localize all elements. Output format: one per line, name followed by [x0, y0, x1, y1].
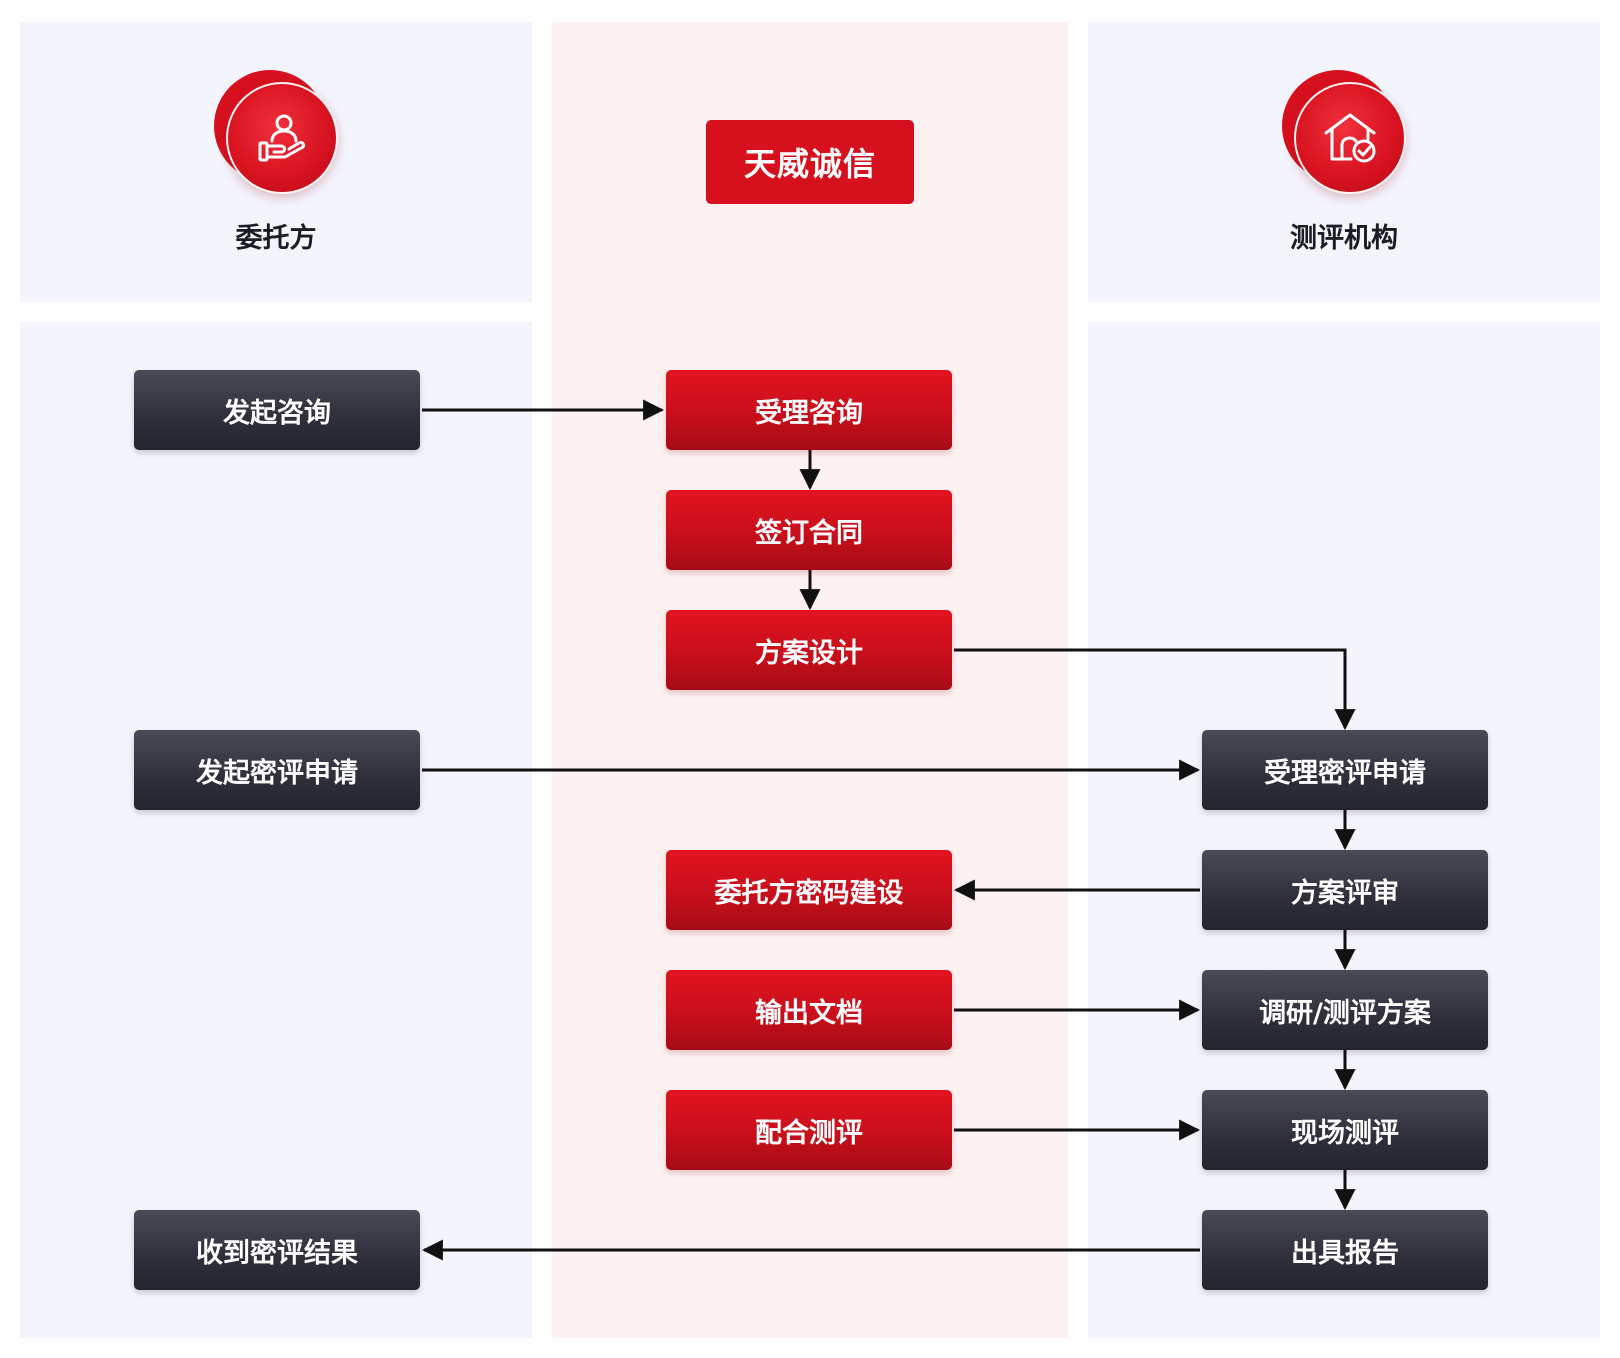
client-lane-body	[20, 322, 532, 1338]
person-hand-icon	[258, 114, 306, 162]
step-client-crypto-build[interactable]: 委托方密码建设	[666, 850, 952, 930]
step-client-consult[interactable]: 发起咨询	[134, 370, 420, 450]
client-avatar	[214, 70, 338, 194]
step-accept-consult[interactable]: 受理咨询	[666, 370, 952, 450]
step-onsite-eval[interactable]: 现场测评	[1202, 1090, 1488, 1170]
step-assist-eval[interactable]: 配合测评	[666, 1090, 952, 1170]
step-issue-report[interactable]: 出具报告	[1202, 1210, 1488, 1290]
step-client-apply[interactable]: 发起密评申请	[134, 730, 420, 810]
brand-title: 天威诚信	[706, 120, 914, 204]
agency-lane-title: 测评机构	[1290, 223, 1398, 254]
step-client-result[interactable]: 收到密评结果	[134, 1210, 420, 1290]
client-lane-title: 委托方	[235, 223, 317, 254]
step-research-plan[interactable]: 调研/测评方案	[1202, 970, 1488, 1050]
step-sign-contract[interactable]: 签订合同	[666, 490, 952, 570]
step-output-docs[interactable]: 输出文档	[666, 970, 952, 1050]
house-check-icon	[1324, 113, 1376, 163]
step-accept-apply[interactable]: 受理密评申请	[1202, 730, 1488, 810]
step-plan-design[interactable]: 方案设计	[666, 610, 952, 690]
agency-avatar	[1282, 70, 1406, 194]
step-plan-review[interactable]: 方案评审	[1202, 850, 1488, 930]
arrow-design-to-accept-apply	[954, 648, 1356, 731]
